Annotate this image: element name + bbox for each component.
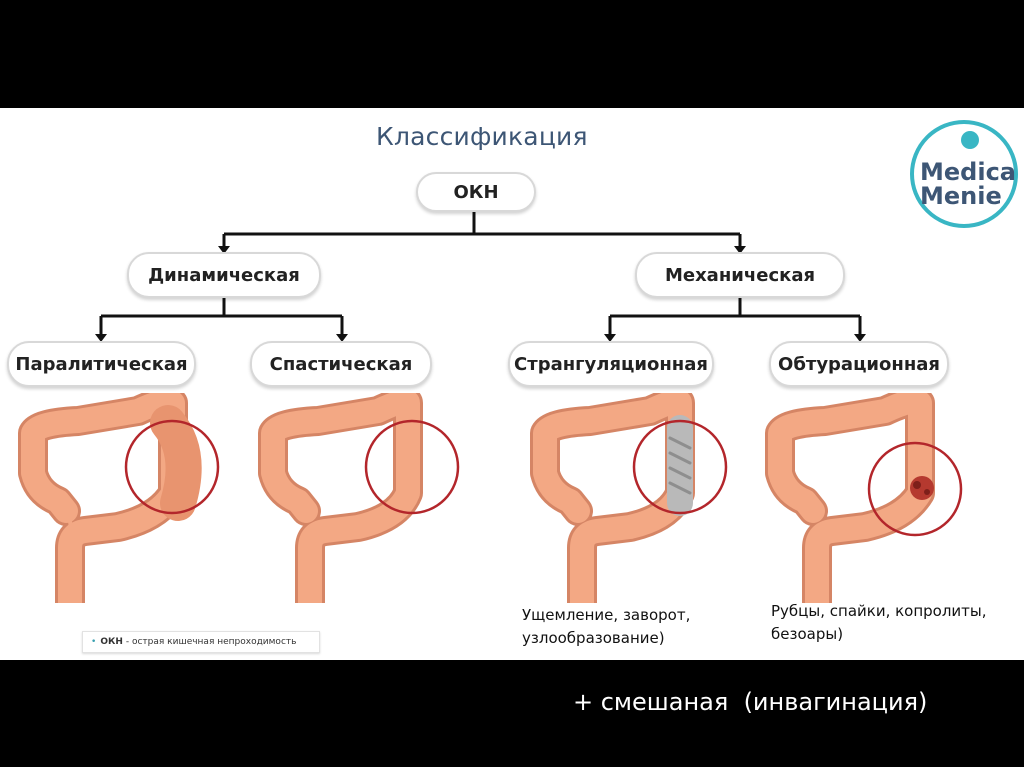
medica-menie-logo: Medica Menie xyxy=(910,120,1018,228)
legend-bullet: • xyxy=(91,637,97,647)
logo-line2: Menie xyxy=(920,182,1002,210)
abbreviation-legend: • ОКН - острая кишечная непроходимость xyxy=(82,631,320,653)
colon-illustration-obturation xyxy=(765,393,963,603)
legend-text: - острая кишечная непроходимость xyxy=(125,637,297,647)
slide-canvas: Классификация ОКН Динамическая Механичес… xyxy=(0,108,1024,660)
note-obturation-line2: безоары) xyxy=(771,625,844,643)
node-paralytic: Паралитическая xyxy=(7,341,196,387)
note-strangulation: Ущемление, заворот, узлообразование) xyxy=(522,604,690,650)
node-spastic: Спастическая xyxy=(250,341,432,387)
note-strangulation-line2: узлообразование) xyxy=(522,629,665,647)
colon-illustration-spastic xyxy=(258,393,460,603)
node-okn: ОКН xyxy=(416,172,536,212)
node-mechanical: Механическая xyxy=(635,252,845,298)
node-obturation: Обтурационная xyxy=(769,341,949,387)
note-strangulation-line1: Ущемление, заворот, xyxy=(522,606,691,624)
note-obturation: Рубцы, спайки, копролиты, безоары) xyxy=(771,600,987,646)
colon-illustration-strangulation xyxy=(530,393,728,603)
note-obturation-line1: Рубцы, спайки, копролиты, xyxy=(771,602,987,620)
node-dynamic: Динамическая xyxy=(127,252,321,298)
slide-title: Классификация xyxy=(376,122,588,151)
legend-abbr: ОКН xyxy=(100,637,123,647)
node-strangulation: Странгуляционная xyxy=(508,341,714,387)
tree-connectors xyxy=(95,212,866,342)
footer-caption: + смешаная (инвагинация) xyxy=(573,688,928,716)
logo-line1: Medica xyxy=(920,158,1016,186)
colon-illustration-paralytic xyxy=(18,393,220,603)
